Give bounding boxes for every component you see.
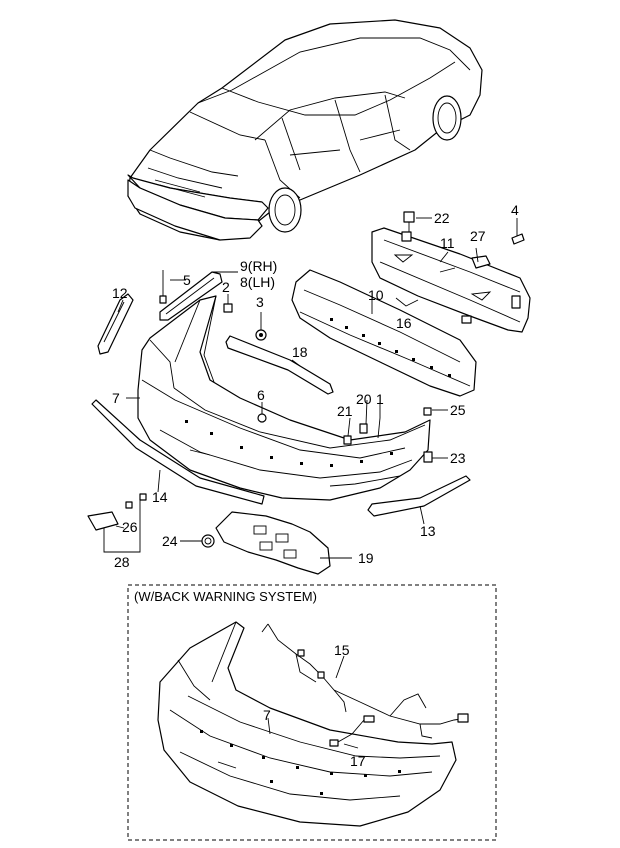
callout-1: 1 [376,391,384,407]
part-12-side-bracket [97,293,134,355]
callout-18: 18 [292,344,308,360]
callout-27: 27 [470,228,486,244]
part-2-clip [223,303,233,313]
part-18-bumper-bracket [225,335,334,395]
callout-6: 6 [257,387,265,403]
part-14-lower-molding [91,399,265,505]
parts-22-27-4 [403,211,525,269]
callout-4: 4 [511,202,519,218]
callout-25: 25 [450,402,466,418]
part-19-undercover [215,511,331,575]
part-7-rear-bumper-cover [137,295,431,501]
part-10-energy-absorber [291,269,477,397]
callout-22: 22 [434,210,450,226]
callout-24: 24 [162,533,178,549]
callout-20: 20 [356,391,372,407]
callout-19: 19 [358,550,374,566]
callout-10: 10 [368,287,384,303]
part-5-clip [159,270,167,304]
callout-21: 21 [337,403,353,419]
callout-3: 3 [256,294,264,310]
callout-17: 17 [350,753,366,769]
part-26-28-bracket [87,493,147,531]
callout-12: 12 [112,285,128,301]
inset-title: (W/BACK WARNING SYSTEM) [134,589,317,604]
callout-7-inset: 7 [263,707,271,723]
callout-11: 11 [440,235,455,251]
part-3-nut [255,329,267,341]
car-illustration [127,19,483,241]
callout-5: 5 [183,272,191,288]
callout-9: 9(RH) [240,258,277,274]
callout-7: 7 [112,390,120,406]
callout-26: 26 [122,519,138,535]
callout-14: 14 [152,489,168,505]
back-warning-system-inset [127,584,497,841]
inset-bumper-cover [157,621,457,827]
inset-wiring-harness [261,623,469,747]
fasteners [257,407,433,463]
callout-13: 13 [420,523,436,539]
leader-lines [103,217,518,749]
callout-16: 16 [396,315,412,331]
part-13-lower-molding [367,475,471,517]
part-11-rear-beam [371,227,531,333]
part-24-grommet [201,534,215,548]
callout-28: 28 [114,554,130,570]
callout-8: 8(LH) [240,274,275,290]
callout-15: 15 [334,642,350,658]
callout-23: 23 [450,450,466,466]
callout-2: 2 [222,279,230,295]
